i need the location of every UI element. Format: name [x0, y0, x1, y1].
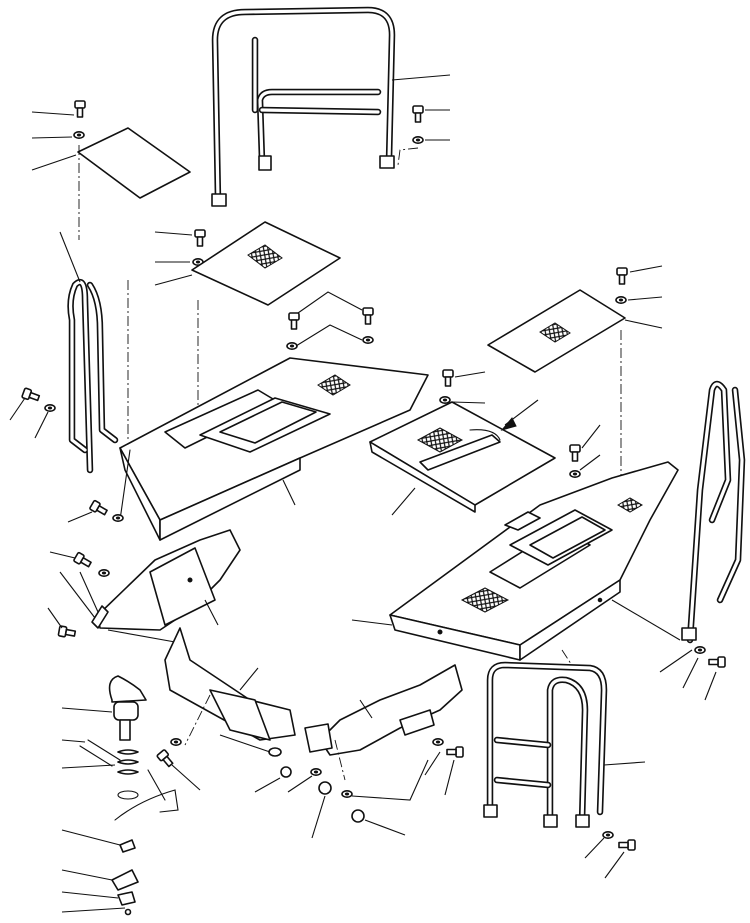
left-lower-bracket [47, 499, 241, 643]
right-floor-frame [351, 461, 681, 671]
right-side-rail [659, 380, 746, 701]
top-guard-rail [211, 6, 451, 207]
left-cover-plate [31, 100, 191, 240]
rail-bolt-top-right [397, 105, 450, 166]
right-mesh-plate [487, 265, 663, 480]
lever-spring-assembly [61, 675, 179, 916]
right-lower-bracket [287, 664, 464, 839]
bottom-right-guard-rail [483, 661, 646, 879]
left-side-rail [9, 231, 129, 474]
left-floor-frame [119, 291, 486, 541]
center-right-cover [369, 399, 601, 516]
center-lower-bracket [155, 627, 296, 793]
center-mesh-plate [154, 221, 341, 430]
